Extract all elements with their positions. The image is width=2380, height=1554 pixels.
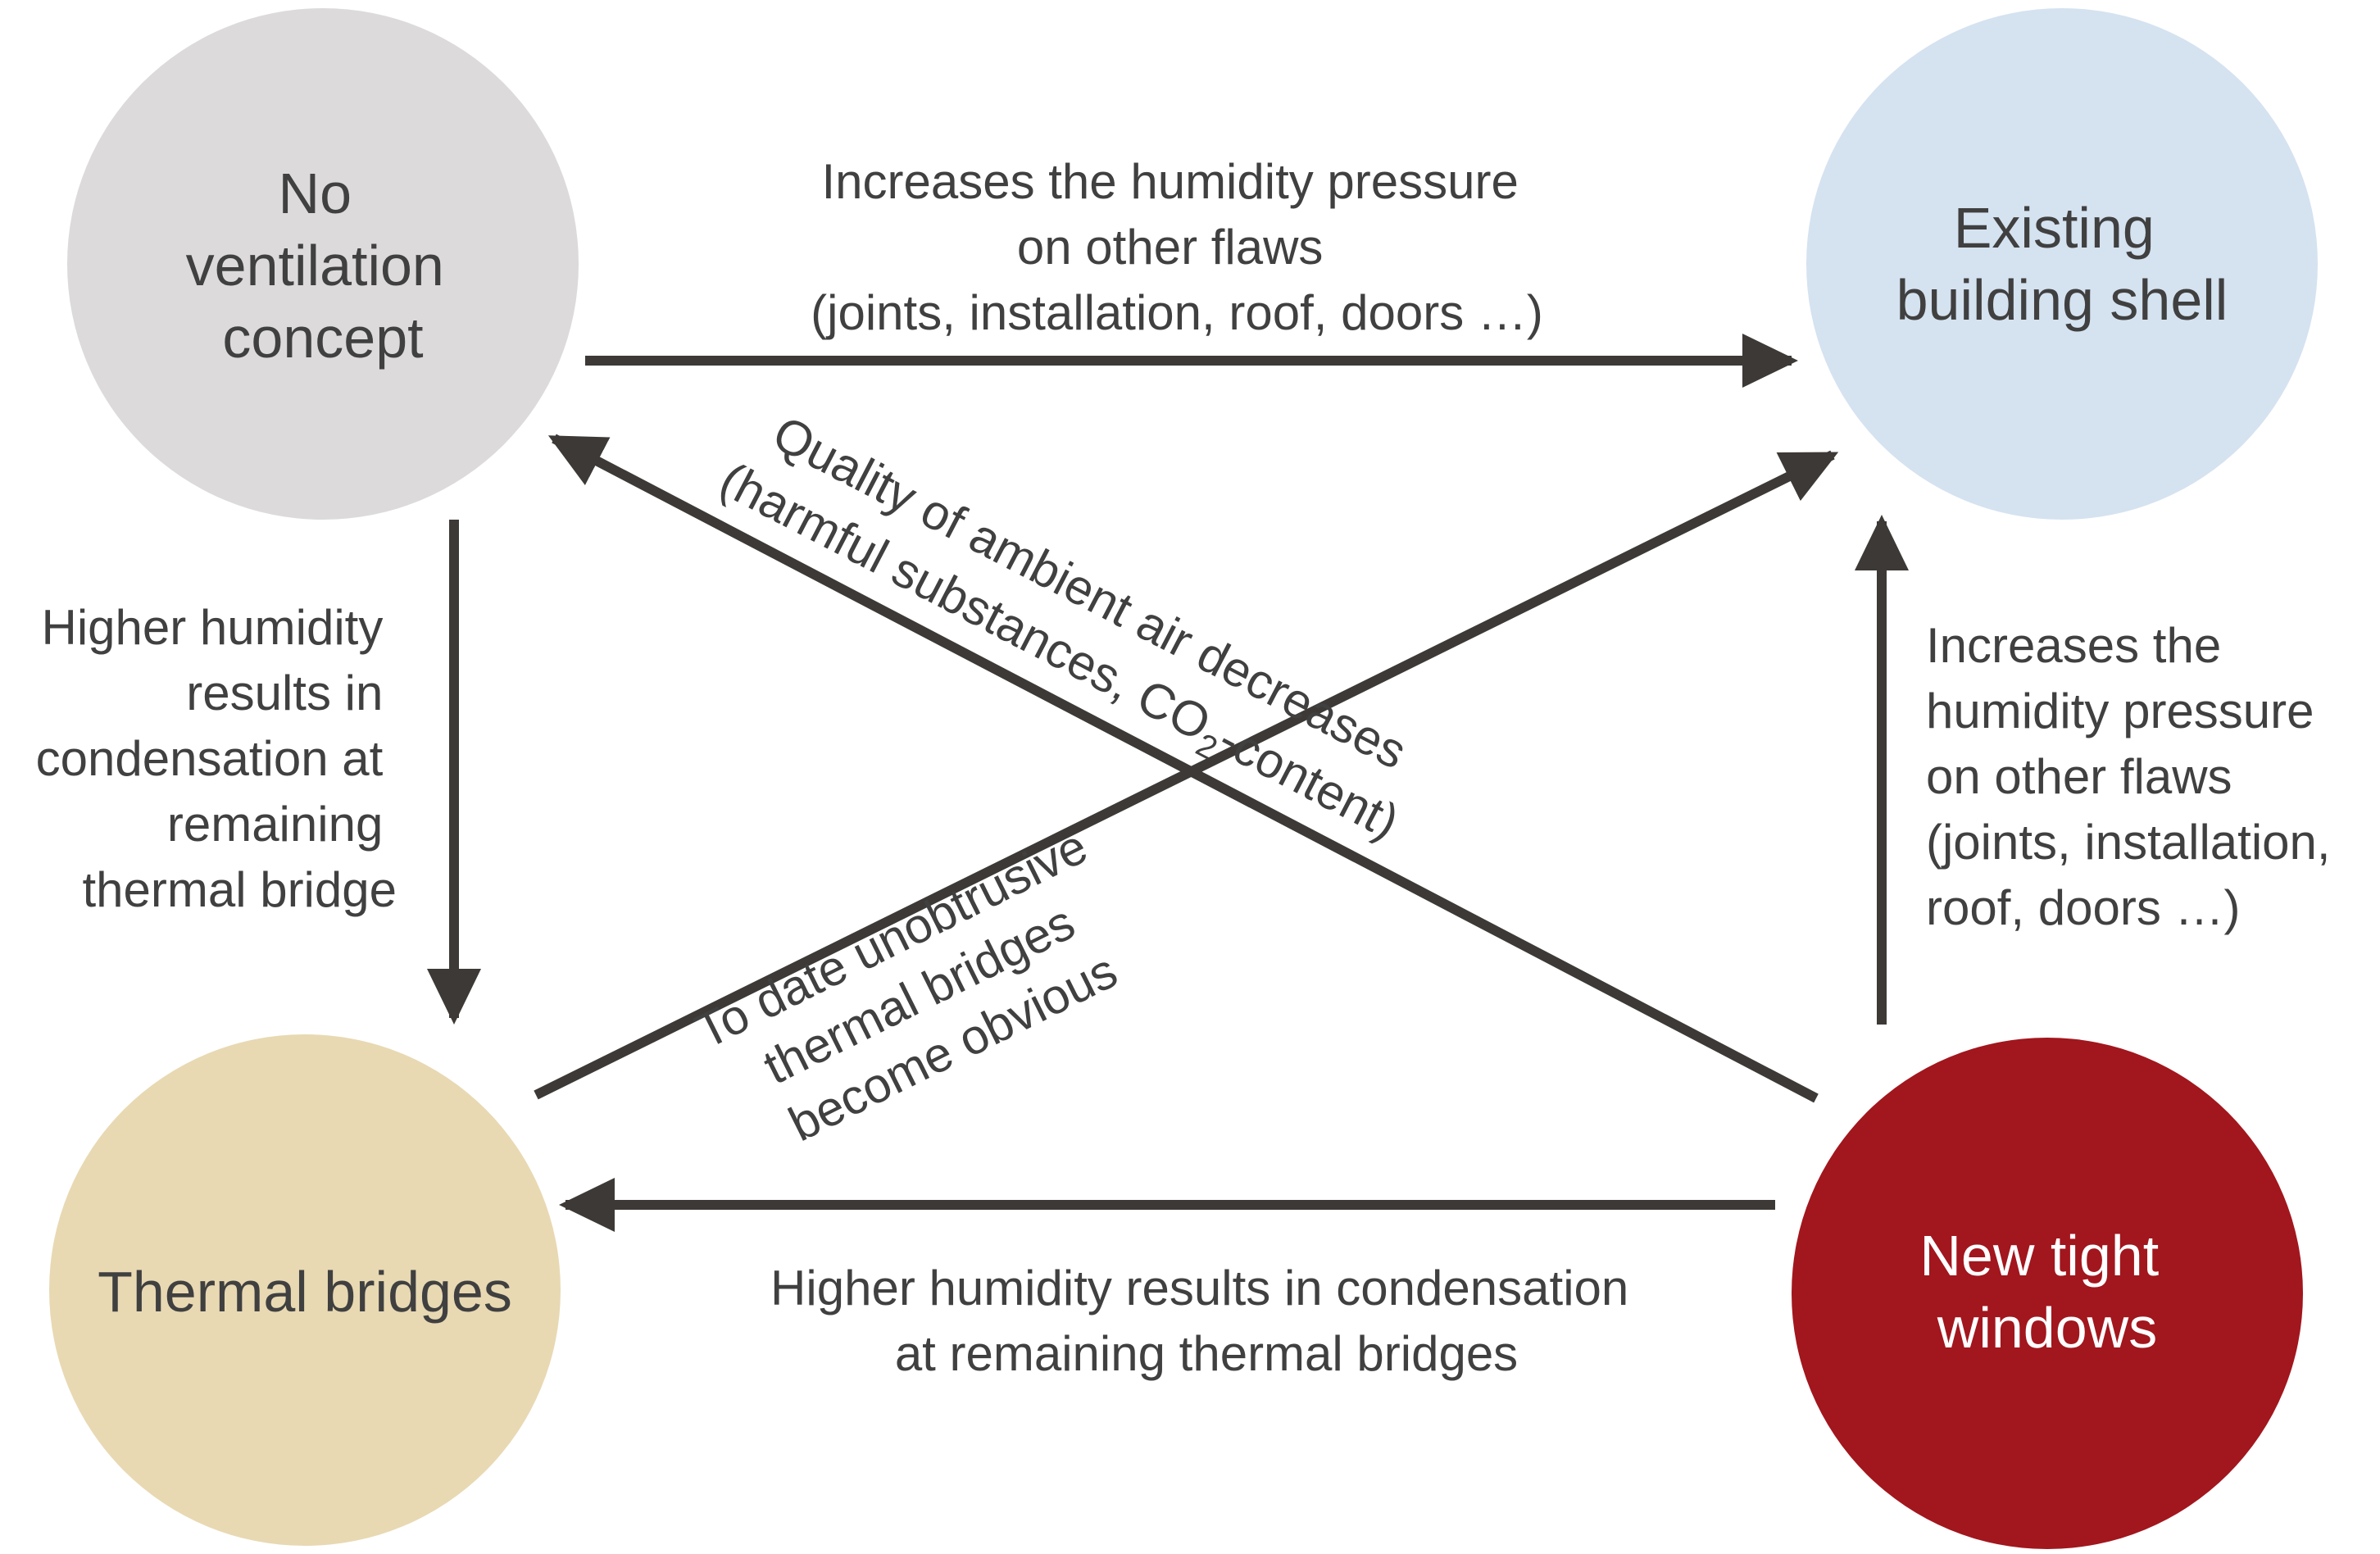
- edge-label-right: Increases the humidity pressure on other…: [1926, 618, 2344, 935]
- node-building-shell-circle: [1806, 8, 2318, 520]
- edge-label-top: Increases the humidity pressure on other…: [811, 154, 1543, 340]
- node-tight-windows-label: New tight windows: [1919, 1224, 2174, 1360]
- edge-label-air-quality-line2: (harmful substances, CO2-content): [708, 452, 1408, 857]
- node-building-shell-label: Existing building shell: [1896, 196, 2228, 332]
- node-thermal-bridges-circle: [49, 1034, 561, 1546]
- edge-label-air-quality: Quality of ambient air decreases (harmfu…: [708, 405, 1415, 857]
- node-tight-windows: New tight windows: [1792, 1038, 2303, 1549]
- node-thermal-bridges-label: Thermal bridges: [98, 1260, 512, 1324]
- arrow-windows-to-ventilation: [547, 434, 1819, 1103]
- node-no-ventilation: No ventilation concept: [67, 8, 579, 520]
- node-building-shell: Existing building shell: [1806, 8, 2318, 520]
- node-no-ventilation-circle: [67, 8, 579, 520]
- edge-label-bottom: Higher humidity results in condensation …: [770, 1261, 1642, 1381]
- arrow-bridges-to-shell: [534, 450, 1839, 1100]
- node-tight-windows-circle: [1792, 1038, 2303, 1549]
- edge-label-unobtrusive-bridges: To date unobtrusive thermal bridges beco…: [687, 812, 1163, 1170]
- node-thermal-bridges: Thermal bridges: [49, 1034, 561, 1546]
- node-no-ventilation-label: No ventilation concept: [186, 161, 461, 370]
- edge-label-left: Higher humidity results in condensation …: [36, 600, 397, 917]
- edge-label-unobtrusive-bridges-text: To date unobtrusive thermal bridges beco…: [687, 812, 1163, 1170]
